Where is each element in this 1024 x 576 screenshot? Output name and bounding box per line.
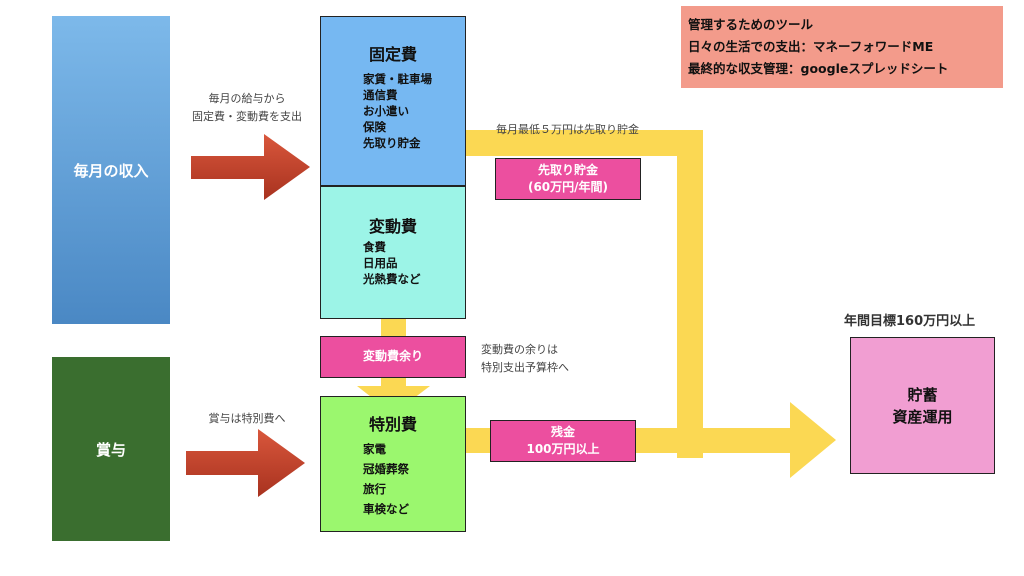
variable-cost-item: 食費	[363, 240, 386, 254]
special-cost-item: 旅行	[363, 482, 386, 496]
monthly-income-box: 毎月の収入	[52, 16, 170, 324]
fixed-cost-item: 家賃・駐車場	[363, 72, 432, 86]
special-costs-title: 特別費	[368, 415, 417, 434]
special-costs-list: 家電 冠婚葬祭 旅行 車検など	[363, 439, 409, 519]
special-cost-item: 家電	[363, 442, 386, 456]
saving-note: 毎月最低５万円は先取り貯金	[496, 123, 639, 136]
variable-cost-item: 光熱費など	[363, 272, 421, 286]
tools-line: 日々の生活での支出：マネーフォワードME	[688, 39, 934, 54]
tools-line: 管理するためのツール	[688, 17, 814, 32]
special-cost-item: 冠婚葬祭	[363, 462, 409, 476]
fixed-costs-list: 家賃・駐車場 通信費 お小遣い 保険 先取り貯金	[363, 71, 432, 151]
remainder-flow-arrow	[458, 402, 836, 478]
special-cost-item: 車検など	[363, 502, 409, 516]
fixed-cost-item: お小遣い	[363, 104, 409, 118]
fixed-cost-item: 通信費	[363, 88, 398, 102]
fixed-cost-item: 保険	[363, 120, 386, 134]
salary-note-line: 固定費・変動費を支出	[192, 110, 302, 123]
bonus-note: 賞与は特別費へ	[208, 412, 286, 425]
savings-investment-box: 貯蓄 資産運用	[850, 337, 995, 474]
bonus-label: 賞与	[95, 440, 126, 459]
fixed-costs-box: 固定費 家賃・駐車場 通信費 お小遣い 保険 先取り貯金	[320, 16, 466, 186]
variable-costs-box: 変動費 食費 日用品 光熱費など	[320, 186, 466, 319]
salary-note: 毎月の給与から 固定費・変動費を支出	[178, 90, 316, 126]
variable-leftover-tag: 変動費余り	[320, 336, 466, 378]
annual-goal-title: 年間目標160万円以上	[844, 314, 976, 329]
saving-flow-arrow	[430, 130, 703, 458]
fixed-cost-item: 先取り貯金	[363, 136, 421, 150]
goal-line: 貯蓄	[907, 385, 938, 404]
variable-costs-list: 食費 日用品 光熱費など	[363, 239, 421, 287]
bonus-box: 賞与	[52, 357, 170, 541]
fixed-costs-title: 固定費	[368, 45, 417, 64]
leftover-note-line: 変動費の余りは	[481, 343, 558, 356]
bonus-flow-arrow	[186, 429, 305, 497]
salary-note-line: 毎月の給与から	[208, 92, 286, 105]
remainder-tag-line: 残金	[550, 425, 575, 439]
income-flow-arrow	[191, 134, 310, 200]
leftover-note: 変動費の余りは 特別支出予算枠へ	[481, 341, 569, 377]
advance-saving-tag: 先取り貯金 (60万円/年間)	[495, 158, 641, 200]
special-costs-box: 特別費 家電 冠婚葬祭 旅行 車検など	[320, 396, 466, 532]
monthly-income-label: 毎月の収入	[73, 161, 149, 180]
remainder-tag-line: 100万円以上	[526, 442, 600, 456]
tools-line: 最終的な収支管理：googleスプレッドシート	[688, 61, 949, 76]
goal-line: 資産運用	[892, 407, 953, 426]
remainder-tag: 残金 100万円以上	[490, 420, 636, 462]
leftover-note-line: 特別支出予算枠へ	[481, 361, 569, 374]
tools-note-box: 管理するためのツール 日々の生活での支出：マネーフォワードME 最終的な収支管理…	[681, 6, 1003, 88]
advance-saving-tag-line: (60万円/年間)	[527, 180, 609, 194]
variable-cost-item: 日用品	[363, 256, 398, 270]
variable-costs-title: 変動費	[368, 217, 417, 236]
advance-saving-tag-line: 先取り貯金	[537, 163, 598, 177]
